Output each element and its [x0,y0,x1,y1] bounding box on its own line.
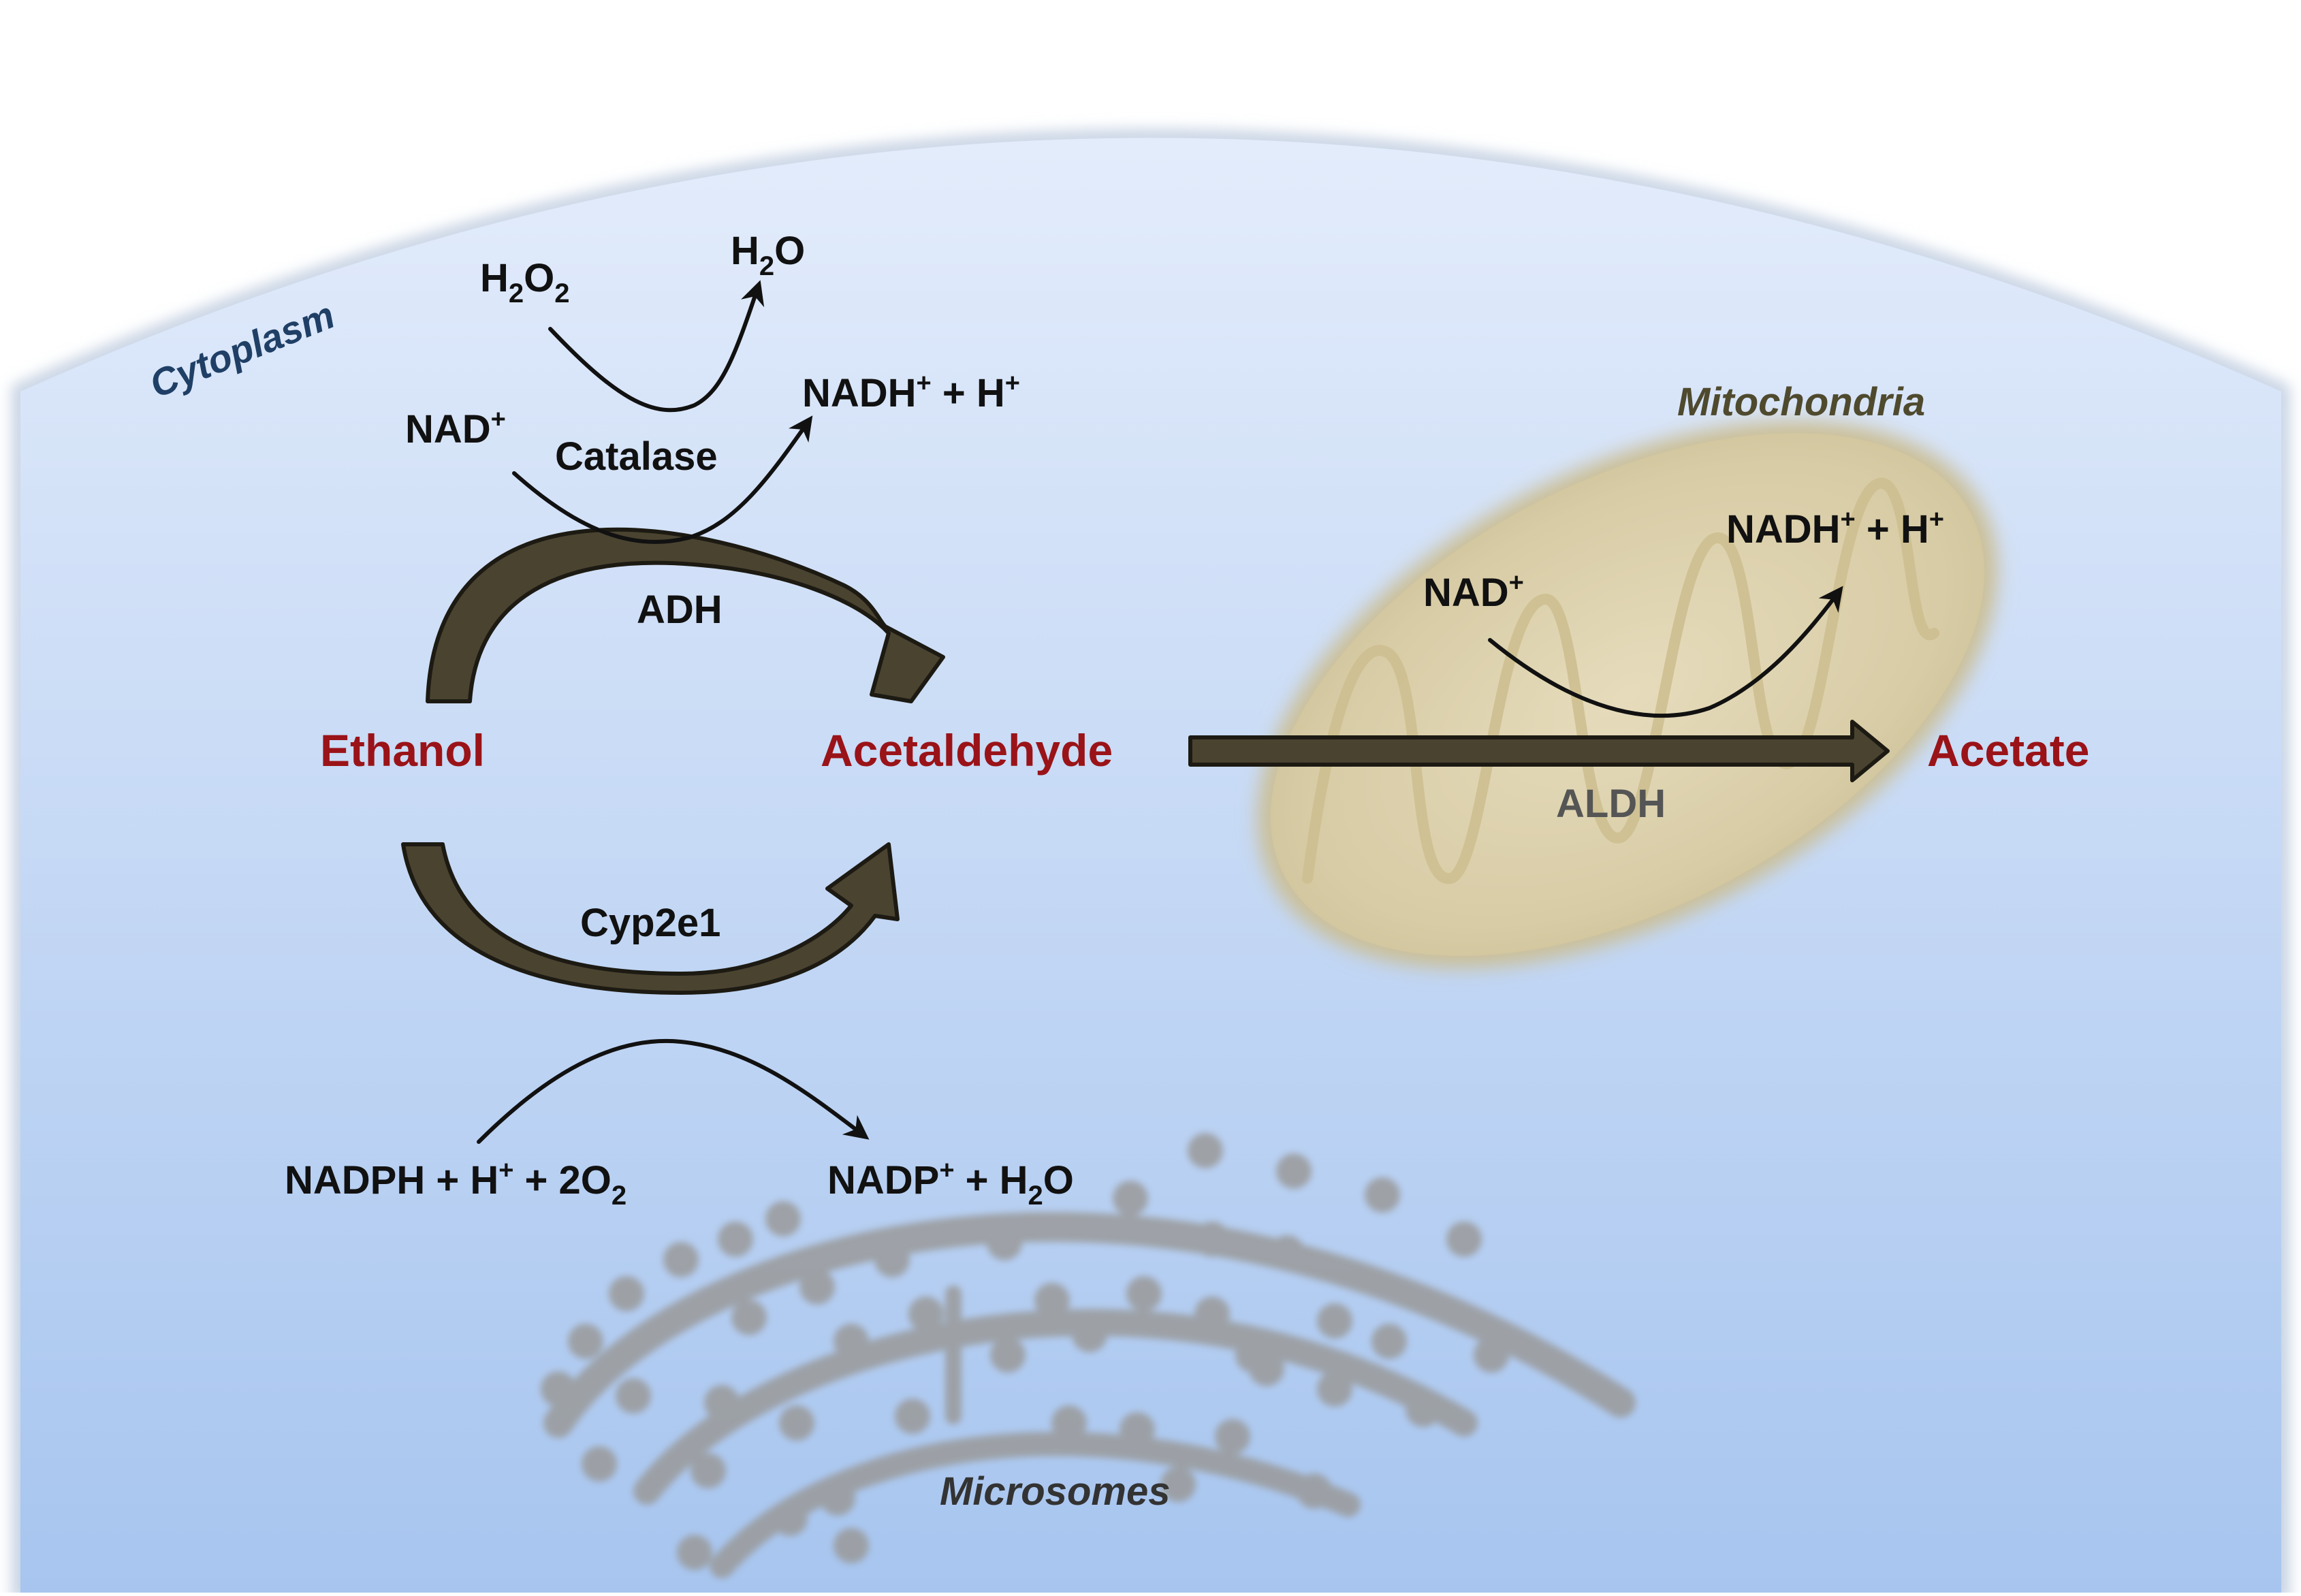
adh-arrow [426,527,945,703]
aldh-nad-arrow [1488,586,1843,718]
aldh-nadh-label: NADH+ + H+ [1726,505,1944,552]
h2o2-label: H2O2 [480,256,570,308]
cyp2e1-arrow [401,842,900,995]
ethanol-label: Ethanol [320,725,485,776]
cyp2e1-nadph-arrow [477,1038,870,1144]
acetaldehyde-label: Acetaldehyde [821,725,1113,776]
microsomes-label: Microsomes [940,1469,1170,1514]
adh-nadh-label: NADH+ + H+ [802,369,1020,415]
aldh-nad-label: NAD+ [1423,569,1524,615]
adh-nad-arrow [512,415,813,544]
nadp-label: NADP+ + H2O [827,1156,1074,1211]
mitochondria-cristae [1302,477,1939,884]
h2o-label: H2O [731,229,805,281]
nadph-label: NADPH + H+ + 2O2 [285,1156,626,1211]
cyp2e1-label: Cyp2e1 [580,901,720,945]
aldh-arrow [1188,720,1890,782]
adh-label: ADH [637,588,723,632]
acetate-label: Acetate [1927,725,2089,776]
microsomes-er [541,1133,1636,1578]
aldh-label: ALDH [1556,782,1666,826]
catalase-label: Catalase [555,434,718,479]
catalase-h2o2-arrow [548,280,765,413]
mitochondrion [1257,420,1998,969]
mitochondria-label: Mitochondria [1677,380,1925,424]
adh-nad-label: NAD+ [405,405,506,451]
